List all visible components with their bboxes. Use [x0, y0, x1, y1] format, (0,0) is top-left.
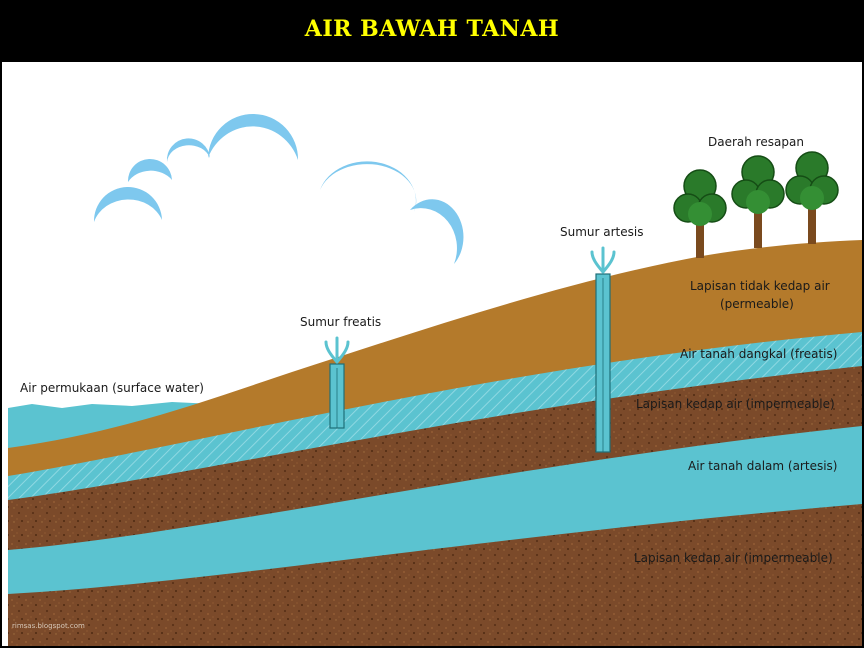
- label-artesian-well: Sumur artesis: [560, 225, 643, 239]
- watermark-text: rimsas.blogspot.com: [12, 622, 85, 630]
- label-shallow-groundwater: Air tanah dangkal (freatis): [680, 347, 837, 361]
- label-surface-water: Air permukaan (surface water): [20, 381, 204, 395]
- label-deep-groundwater: Air tanah dalam (artesis): [688, 459, 837, 473]
- cloud-arc-6: [320, 161, 416, 212]
- label-permeable-line2: (permeable): [720, 297, 794, 311]
- label-recharge-area: Daerah resapan: [708, 135, 804, 149]
- cloud-arc-1: [94, 187, 162, 222]
- tree-1: [674, 170, 726, 258]
- label-impermeable-lower: Lapisan kedap air (impermeable): [634, 551, 833, 565]
- title-bar: AIR BAWAH TANAH: [0, 0, 864, 62]
- label-permeable-line1: Lapisan tidak kedap air: [690, 279, 830, 293]
- tree-2: [732, 156, 784, 248]
- cloud-arc-2: [128, 159, 172, 182]
- groundwater-diagram: Air permukaan (surface water) Sumur frea…: [2, 62, 862, 646]
- tree-3: [786, 152, 838, 244]
- label-impermeable-upper: Lapisan kedap air (impermeable): [636, 397, 835, 411]
- cloud-arc-3: [167, 138, 210, 162]
- page-title: AIR BAWAH TANAH: [305, 16, 559, 42]
- cloud-arc-5: [259, 157, 328, 198]
- cloud-arc-7: [410, 199, 463, 264]
- cloud-group: [94, 114, 463, 264]
- label-phreatic-well: Sumur freatis: [300, 315, 381, 329]
- diagram-canvas: Air permukaan (surface water) Sumur frea…: [2, 62, 862, 646]
- cloud-arc-4: [208, 114, 298, 160]
